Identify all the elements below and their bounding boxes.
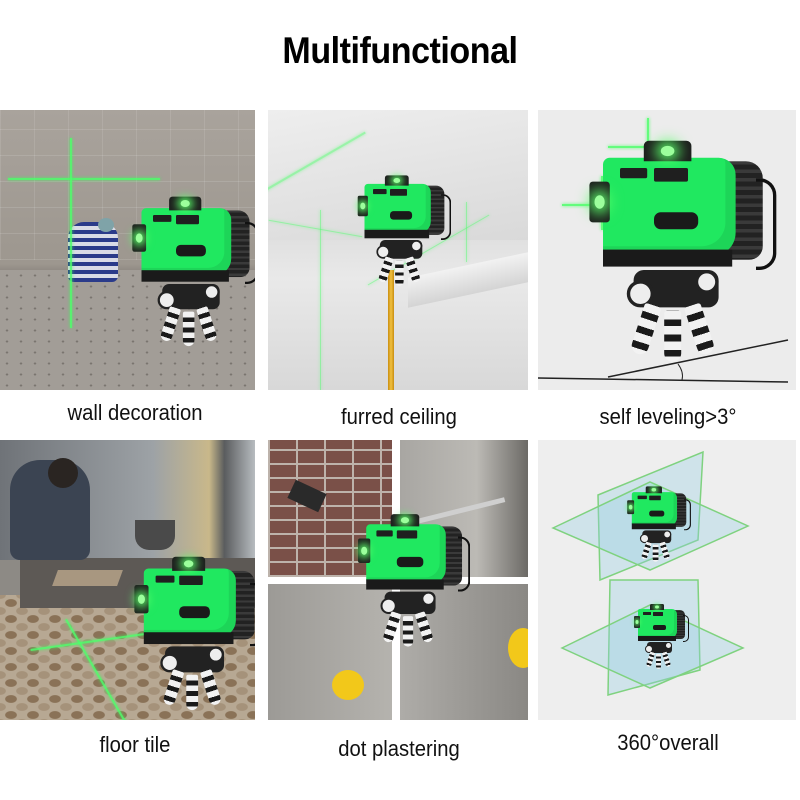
- helmet-1: [332, 670, 364, 700]
- caption-dot-plastering: dot plastering: [338, 736, 460, 761]
- laser-line-vertical: [70, 138, 72, 328]
- caption-furred-ceiling: furred ceiling: [341, 404, 457, 429]
- panel-360-overall: [538, 440, 796, 720]
- caption-360-overall: 360°overall: [617, 730, 719, 755]
- panel-dot-plastering: [268, 440, 528, 720]
- laser-cross-side-h: [562, 204, 616, 206]
- panel-self-leveling: [538, 110, 796, 390]
- laser-line-wall-vertical: [320, 210, 321, 390]
- collage-concrete-wall-2: [268, 584, 392, 720]
- laser-line-wall-vertical-2: [466, 202, 467, 262]
- helmet-2: [508, 628, 528, 668]
- laser-planes-diagram: [551, 450, 750, 696]
- caption-self-leveling: self leveling>3°: [599, 404, 737, 429]
- ceiling-step-shadow: [408, 252, 528, 308]
- panel-floor-tile: [0, 440, 255, 720]
- tilt-angle-diagram: [538, 339, 789, 383]
- laser-line-horizontal: [8, 178, 160, 180]
- tile-held: [52, 570, 123, 586]
- worker-head: [48, 458, 78, 488]
- panel-wall-decoration: [0, 110, 255, 390]
- bucket: [135, 520, 175, 550]
- caption-wall-decoration: wall decoration: [67, 400, 203, 425]
- collage-brick-wall: [268, 440, 392, 577]
- worker-head: [98, 218, 114, 232]
- caption-floor-tile: floor tile: [99, 732, 171, 757]
- panel-furred-ceiling: [268, 110, 528, 390]
- page-title: Multifunctional: [282, 30, 518, 71]
- worker: [68, 222, 118, 282]
- extension-pole: [388, 270, 394, 390]
